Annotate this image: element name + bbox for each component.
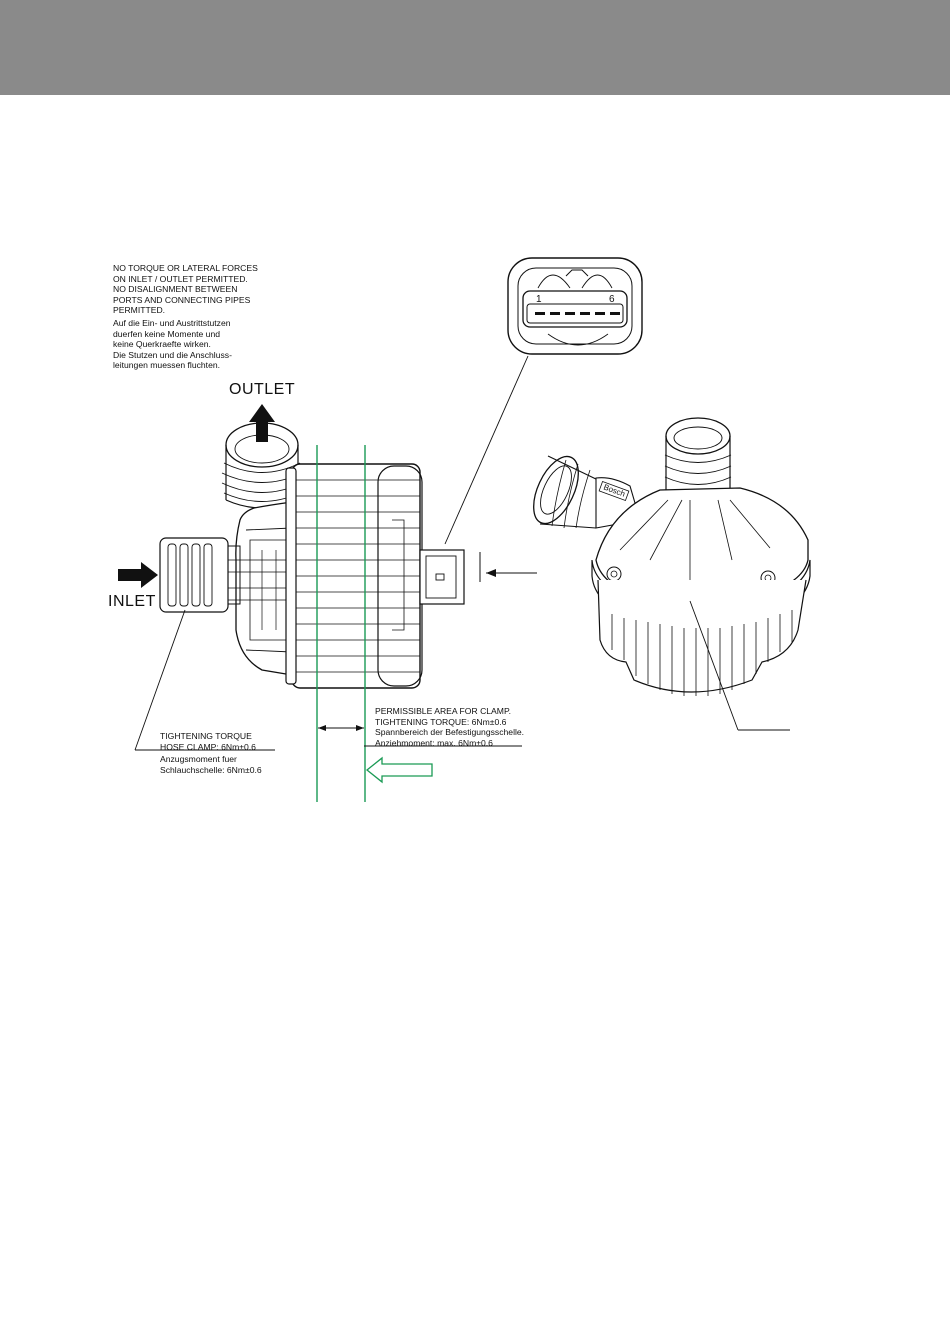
inlet-arrow-icon [118,562,158,588]
clamp-arrow-icon [365,756,433,784]
clamp-dimension [318,725,522,747]
connector-pins [535,312,620,315]
hose-clamp-leader [134,609,275,751]
pump-perspective-view: Bosch [533,417,811,731]
warning-german: Auf die Ein- und Austrittstutzen duerfen… [113,318,232,371]
flow-arrows [118,404,275,588]
pin-1-label: 1 [536,294,542,305]
connector-detail: 1 6 [444,257,643,545]
warning-english: NO TORQUE OR LATERAL FORCES ON INLET / O… [113,263,258,316]
header-bar [0,0,950,95]
clamp-zone [316,445,433,802]
outlet-label: OUTLET [229,381,296,398]
hose-clamp-note-english: TIGHTENING TORQUE HOSE CLAMP: 6Nm±0.6 [160,731,256,752]
hose-clamp-note-german: Anzugsmoment fuer Schlauchschelle: 6Nm±0… [160,754,262,775]
pin-6-label: 6 [609,294,615,305]
outlet-arrow-icon [249,404,275,442]
pump-side-view [159,422,537,689]
clamp-area-note: PERMISSIBLE AREA FOR CLAMP. TIGHTENING T… [375,706,525,748]
perspective-fins [611,610,793,696]
inlet-label: INLET [108,593,156,610]
